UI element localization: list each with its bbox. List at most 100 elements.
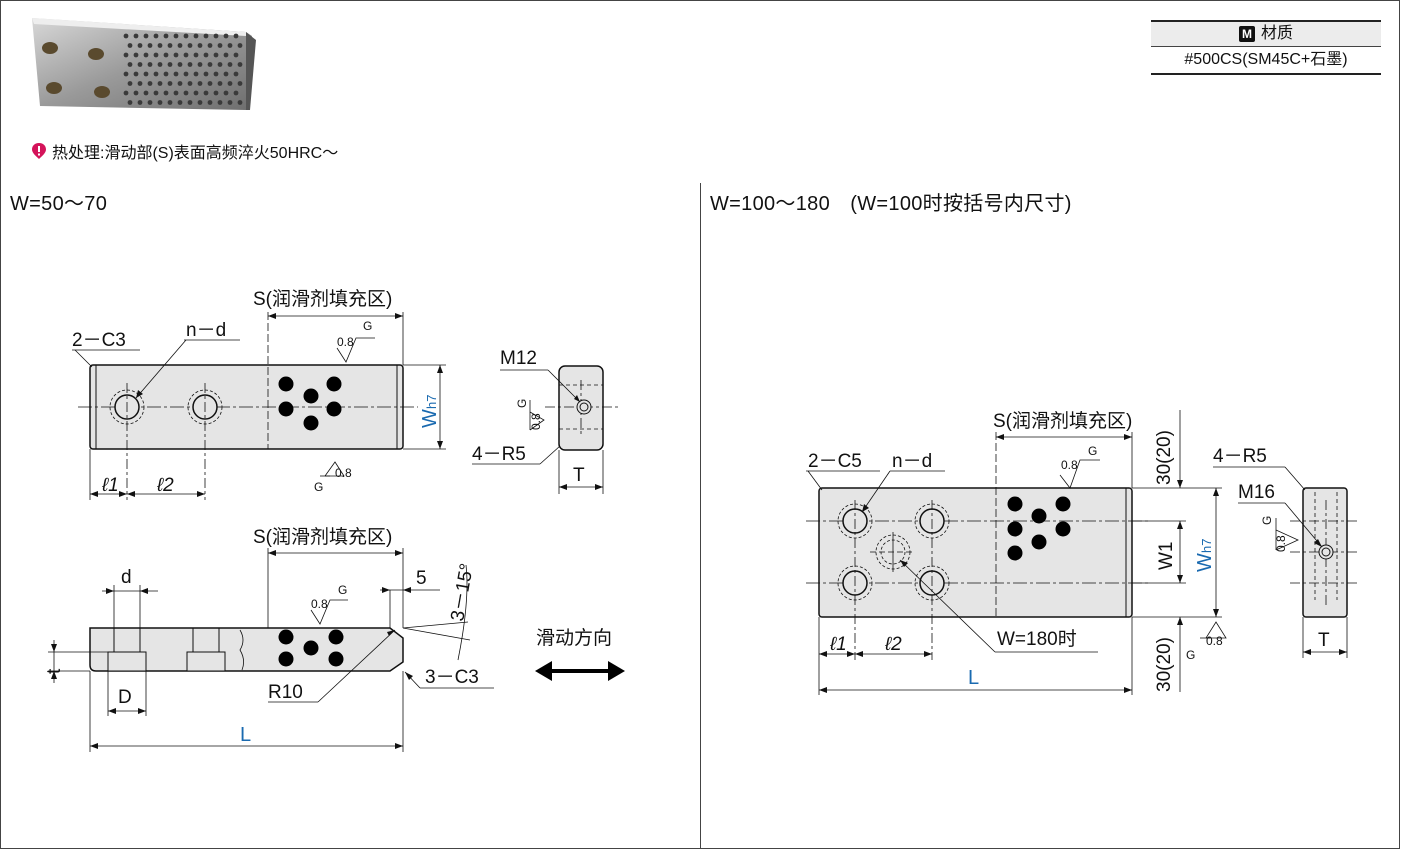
left-plate-side <box>89 627 404 672</box>
left-width-sub: h7 <box>424 395 439 409</box>
left-thread-label: M12 <box>500 348 537 369</box>
photo-lube-dot <box>233 52 239 58</box>
photo-lube-dot <box>187 62 193 67</box>
photo-lube-dot <box>123 52 129 58</box>
material-value: #500CS(SM45C+石墨) <box>1151 47 1381 75</box>
photo-lube-dot <box>197 43 203 48</box>
material-badge-icon: M <box>1238 26 1255 42</box>
photo-lube-dot <box>227 43 233 48</box>
photo-lube-dot <box>207 100 213 105</box>
photo-lube-dot <box>187 43 193 48</box>
slide-direction-label: 滑动方向 <box>536 627 612 649</box>
right-thickness-label: T <box>1318 630 1330 651</box>
photo-lube-dot <box>217 100 223 105</box>
left-grade-side: G <box>338 583 347 597</box>
photo-lube-dot <box>127 62 133 67</box>
right-plate-top <box>818 487 1133 618</box>
photo-lube-dot <box>213 33 219 39</box>
right-lube-area-label: S(润滑剂填充区) <box>993 410 1132 432</box>
left-hole-label: n－d <box>186 320 226 341</box>
photo-lube-dot <box>173 71 179 77</box>
photo-lube-dot <box>223 33 229 39</box>
photo-lube-dot <box>233 90 239 96</box>
left-roughness-side: 0.8 <box>311 597 328 611</box>
photo-lube-dot <box>163 90 169 96</box>
left-depth-label: t <box>44 668 65 674</box>
photo-lube-dot <box>213 52 219 58</box>
photo-lube-dot <box>157 62 163 67</box>
photo-lube-dot <box>167 81 173 86</box>
photo-lube-dot <box>133 33 139 39</box>
left-radius-label: R10 <box>268 682 303 703</box>
photo-lube-dot <box>187 100 193 105</box>
left-counterbore-label: D <box>118 687 132 708</box>
right-thread-label: M16 <box>1238 482 1275 503</box>
material-header: M 材质 <box>1151 20 1381 47</box>
photo-lube-dot <box>193 52 199 58</box>
right-view-heading: W=100～180 (W=100时按括号内尺寸) <box>710 193 1072 215</box>
photo-lube-dot <box>203 90 209 96</box>
photo-lube-dot <box>207 62 213 67</box>
photo-lube-dot <box>237 100 243 105</box>
right-lube-dots <box>1007 496 1071 561</box>
right-w1-label: W1 <box>1156 542 1177 571</box>
photo-lube-dot <box>237 43 243 48</box>
photo-lube-dot <box>197 100 203 105</box>
photo-lube-dot <box>197 62 203 67</box>
photo-lube-dot <box>153 33 159 39</box>
photo-lube-dot <box>177 100 183 105</box>
photo-lube-dot <box>133 90 139 96</box>
photo-lube-dot <box>167 100 173 105</box>
photo-lube-dot <box>167 62 173 67</box>
photo-lube-dot <box>227 100 233 105</box>
left-chamfer-label: 2－C3 <box>72 330 126 351</box>
right-chamfer-label: 2－C5 <box>808 451 862 472</box>
photo-lube-dot <box>223 71 229 77</box>
warning-pin-icon <box>32 143 46 159</box>
photo-lube-dot <box>137 62 143 67</box>
right-width-main: W <box>1194 553 1216 572</box>
photo-lube-dot <box>133 52 139 58</box>
right-roughness-bottom: 0.8 <box>1206 634 1223 648</box>
left-end-grade: G <box>515 399 529 408</box>
right-end-roughness: 0.8 <box>1274 535 1288 552</box>
left-view-drawing: S(润滑剂填充区) 2－C3 n－d M12 4－R5 T S(润滑剂填充区) … <box>44 288 625 752</box>
heat-treatment-note: 热处理:滑动部(S)表面高频淬火50HRC～ <box>30 139 338 163</box>
right-width-label: W h7 <box>1194 539 1216 572</box>
photo-lube-dot <box>203 33 209 39</box>
photo-lube-dot <box>157 43 163 48</box>
right-w180-note: W=180时 <box>997 628 1077 650</box>
photo-lube-dot <box>123 33 129 39</box>
photo-lube-dot <box>213 71 219 77</box>
left-roughness-top: 0.8 <box>337 335 354 349</box>
photo-lube-dot <box>213 90 219 96</box>
photo-lube-dot <box>147 81 153 86</box>
photo-lube-dot <box>137 43 143 48</box>
photo-lube-dot <box>163 52 169 58</box>
left-l2-label: ℓ2 <box>156 475 174 496</box>
photo-lube-dot <box>233 71 239 77</box>
photo-lube-dot <box>157 81 163 86</box>
photo-lube-dot <box>143 90 149 96</box>
right-corner-radius-label: 4－R5 <box>1213 446 1267 467</box>
photo-lube-dot <box>123 90 129 96</box>
photo-lube-dot <box>183 90 189 96</box>
photo-lube-dot <box>193 90 199 96</box>
left-lube-dots-side <box>278 629 344 667</box>
photo-lube-dot <box>193 71 199 77</box>
photo-lube-dot <box>223 90 229 96</box>
right-hole-label: n－d <box>892 451 932 472</box>
left-width-main: W <box>419 409 441 428</box>
photo-lube-dot <box>173 90 179 96</box>
left-end-roughness: 0.8 <box>529 413 543 430</box>
left-thickness-label: T <box>573 465 585 486</box>
photo-lube-dot <box>153 71 159 77</box>
photo-lube-dot <box>207 81 213 86</box>
photo-lube-dot <box>183 33 189 39</box>
left-grade-bottom: G <box>314 480 323 494</box>
photo-lube-dot <box>227 62 233 67</box>
photo-lube-dot <box>143 33 149 39</box>
left-lube-area-label-top: S(润滑剂填充区) <box>253 288 392 310</box>
left-lube-dots-top <box>278 376 342 431</box>
right-dim-30-top: 30(20) <box>1154 430 1175 485</box>
